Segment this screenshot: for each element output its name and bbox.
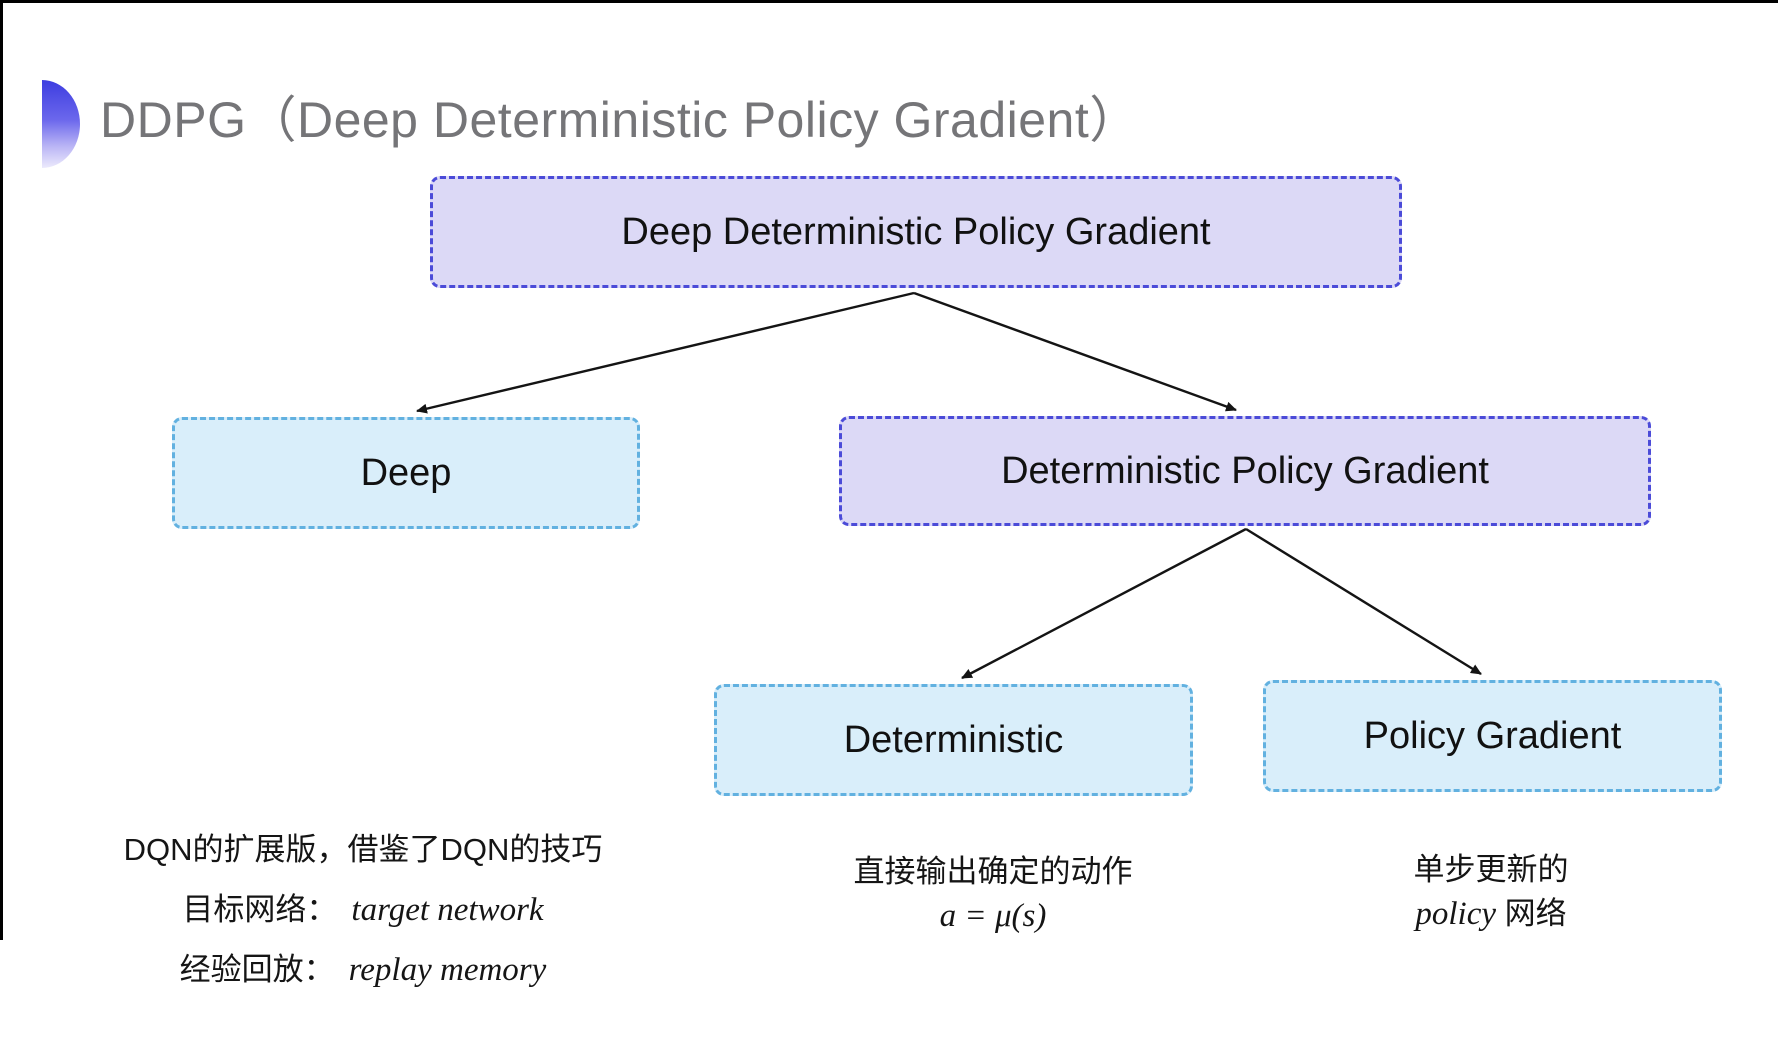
note-deterministic-line1: 直接输出确定的动作 [853, 854, 1133, 889]
note-deep-line2-value: target network [351, 892, 544, 928]
node-deep: Deep [172, 417, 640, 529]
node-deterministic: Deterministic [714, 684, 1193, 796]
note-deep-line2-label: 目标网络： [182, 892, 338, 927]
frame-top-edge [0, 0, 1778, 3]
note-policy-gradient-line2-rest: 网络 [1496, 896, 1567, 931]
note-deep: DQN的扩展版，借鉴了DQN的技巧 目标网络： target network 经验… [88, 820, 638, 1000]
page-title: DDPG（Deep Deterministic Policy Gradient） [100, 92, 1140, 148]
arrow-dpg-to-policy-gradient [1245, 527, 1482, 676]
arrow-root-to-deep [416, 291, 915, 414]
arrow-dpg-to-deterministic [961, 527, 1247, 680]
note-deep-line3-label: 经验回放： [179, 952, 335, 987]
note-deep-line2: 目标网络： target network [88, 880, 638, 940]
note-deep-line1: DQN的扩展版，借鉴了DQN的技巧 [123, 832, 603, 867]
note-deep-line3: 经验回放： replay memory [88, 940, 638, 1000]
note-deep-line3-value: replay memory [348, 952, 547, 988]
note-policy-gradient-line1: 单步更新的 [1413, 852, 1569, 887]
node-deterministic-policy-gradient: Deterministic Policy Gradient [839, 416, 1651, 526]
note-deterministic-formula: a = μ(s) [939, 898, 1047, 934]
arrow-root-to-dpg [913, 291, 1237, 412]
node-policy-gradient: Policy Gradient [1263, 680, 1722, 792]
note-policy-gradient-line2: policy 网络 [1291, 892, 1691, 936]
note-policy-gradient: 单步更新的 policy 网络 [1291, 848, 1691, 936]
node-deep-deterministic-policy-gradient: Deep Deterministic Policy Gradient [430, 176, 1402, 288]
frame-left-edge [0, 0, 3, 940]
note-deterministic: 直接输出确定的动作 a = μ(s) [793, 850, 1193, 938]
note-policy-gradient-line2-italic: policy [1415, 896, 1496, 932]
